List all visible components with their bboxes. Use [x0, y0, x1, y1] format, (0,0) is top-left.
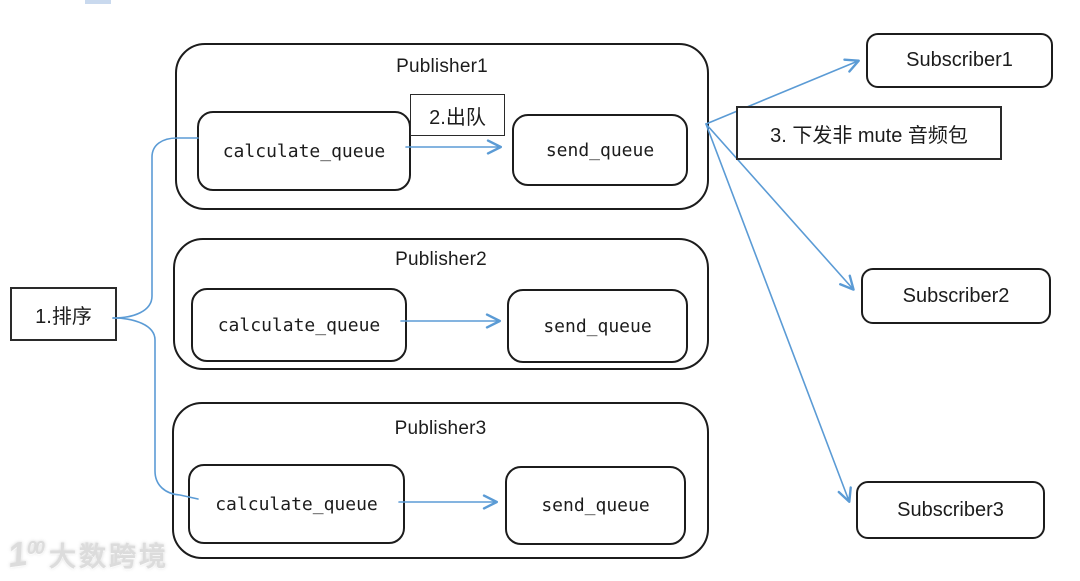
arrow-publisher1-to-subscriber1 [705, 58, 860, 125]
subscriber3-node: Subscriber3 [856, 481, 1045, 539]
publisher3-container: Publisher3 calculate_queue send_queue [172, 402, 709, 559]
arrow-publisher1-to-subscriber2 [705, 123, 855, 291]
watermark: 1 00 大数跨境 [5, 535, 169, 575]
residual-highlight-bar [85, 0, 111, 4]
arrow-publisher1-to-subscriber3 [705, 123, 852, 503]
brand-logo-zeros: 00 [26, 538, 45, 558]
publisher2-container: Publisher2 calculate_queue send_queue [173, 238, 709, 370]
connector-sort-to-publisher3-calc [112, 317, 199, 500]
brand-logo-icon: 1 00 [5, 535, 45, 575]
step3-distribute-label: 3. 下发非 mute 音频包 [736, 106, 1002, 160]
step1-sort-label: 1.排序 [10, 287, 117, 341]
subscriber2-node: Subscriber2 [861, 268, 1051, 324]
publisher3-title: Publisher3 [394, 418, 487, 439]
subscriber1-node: Subscriber1 [866, 33, 1053, 88]
connector-sort-to-publisher1-calc [112, 137, 199, 319]
publisher1-send-queue-node: send_queue [512, 114, 688, 186]
publisher3-send-queue-node: send_queue [505, 466, 686, 545]
step2-dequeue-label: 2.出队 [410, 94, 505, 136]
publisher2-calculate-queue-node: calculate_queue [191, 288, 407, 362]
publisher2-send-queue-node: send_queue [507, 289, 688, 363]
publisher3-calculate-queue-node: calculate_queue [188, 464, 405, 544]
publisher1-title: Publisher1 [396, 56, 488, 77]
publisher2-title: Publisher2 [395, 249, 487, 270]
watermark-text: 大数跨境 [48, 542, 169, 572]
publisher1-calculate-queue-node: calculate_queue [197, 111, 411, 191]
